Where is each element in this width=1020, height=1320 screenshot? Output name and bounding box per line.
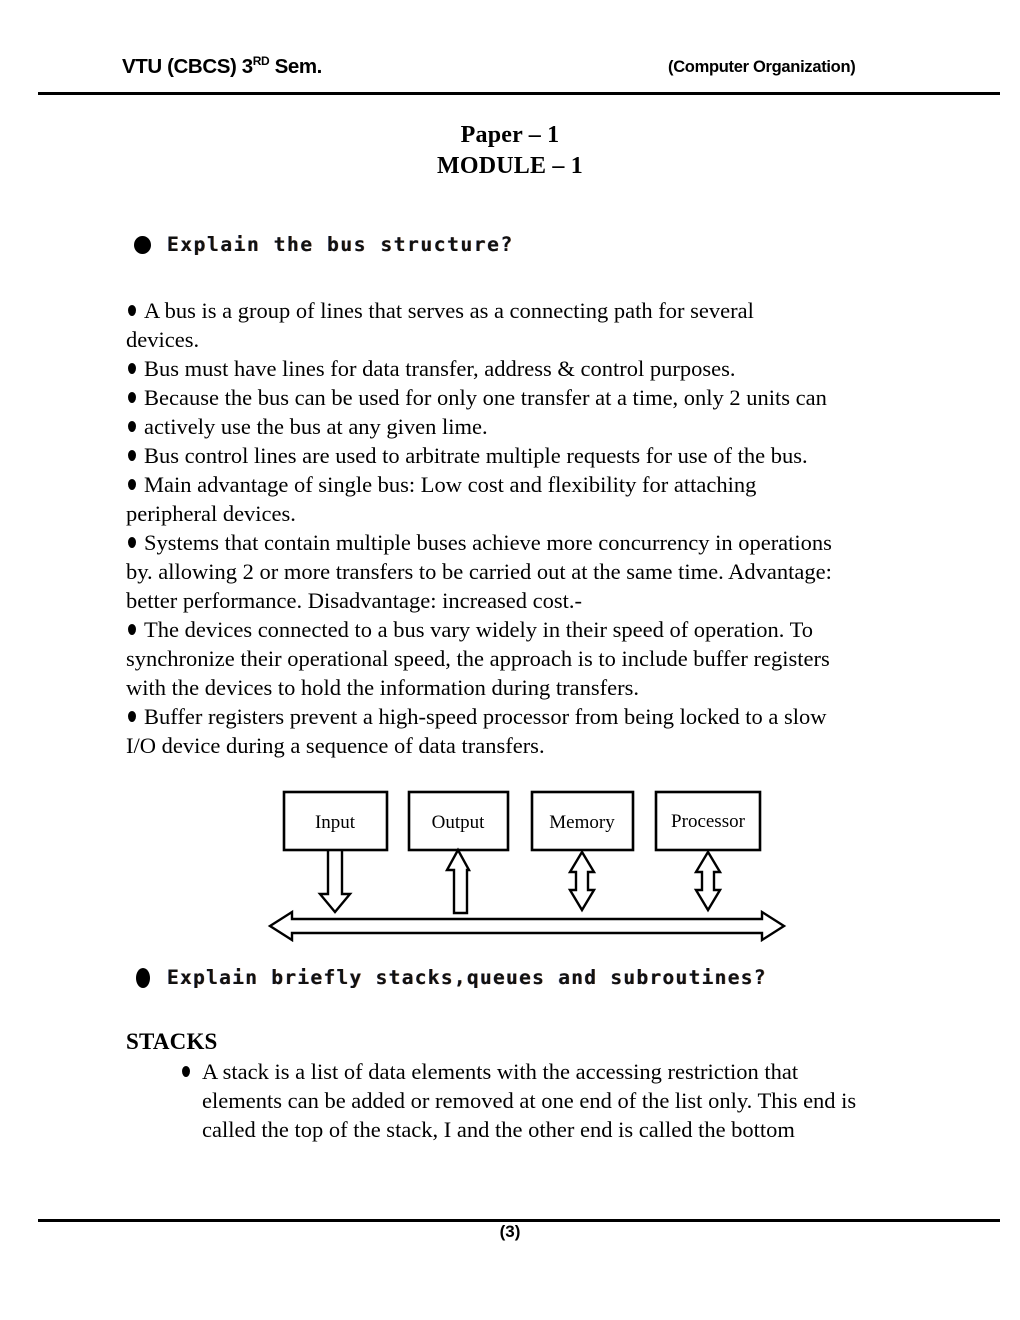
question-2-text: Explain briefly stacks,queues and subrou… (167, 966, 767, 989)
header-course-text-tail: Sem. (269, 55, 323, 78)
bus-structure-body: A bus is a group of lines that serves as… (126, 296, 920, 760)
header-subject-label: (Computer Organization) (668, 58, 856, 76)
header-course-superscript: RD (252, 54, 270, 69)
paragraph-continuation: by. allowing 2 or more transfers to be c… (126, 559, 832, 584)
header-course-text: VTU (CBCS) 3 (122, 55, 253, 78)
title-paper: Paper – 1 (460, 122, 560, 148)
bullet-paragraph: Systems that contain multiple buses achi… (126, 528, 920, 557)
paragraph-continuation: peripheral devices. (126, 501, 296, 526)
bullet-paragraph: The devices connected to a bus vary wide… (126, 615, 920, 644)
diagram-box-input (282, 790, 389, 852)
paragraph-continuation: with the devices to hold the information… (126, 675, 640, 700)
page-title: Paper – 1 MODULE – 1 (0, 120, 1020, 182)
bullet-paragraph: A stack is a list of data elements with … (182, 1057, 920, 1086)
diagram-arrow-input-down (317, 850, 353, 914)
diagram-label-input: Input (315, 812, 356, 833)
paragraph-continuation: devices. (126, 327, 200, 352)
bullet-paragraph: actively use the bus at any given lime. (126, 412, 920, 441)
diagram-label-memory: Memory (549, 812, 615, 833)
header-course-label: VTU (CBCS) 3RD Sem. (122, 55, 322, 79)
paragraph-continuation: elements can be added or removed at one … (202, 1088, 857, 1113)
paragraph-continuation: I/O device during a sequence of data tra… (126, 733, 545, 758)
bus-structure-diagram: Input Output Memory Processor (262, 782, 792, 942)
stacks-body: A stack is a list of data elements with … (182, 1057, 920, 1144)
question-heading-stacks-queues: Explain briefly stacks,queues and subrou… (136, 966, 767, 989)
bullet-circle-icon (136, 967, 150, 988)
diagram-system-bus (267, 909, 787, 942)
title-module: MODULE – 1 (437, 153, 583, 179)
bullet-paragraph: Bus control lines are used to arbitrate … (126, 441, 920, 470)
diagram-box-memory (530, 790, 635, 852)
question-1-text: Explain the bus structure? (167, 233, 514, 256)
bullet-circle-icon (134, 235, 151, 254)
section-heading-stacks: STACKS (126, 1029, 218, 1054)
bullet-paragraph: A bus is a group of lines that serves as… (126, 296, 920, 325)
diagram-arrow-output-up (444, 847, 472, 915)
diagram-svg: Input Output Memory Processor (267, 790, 787, 942)
paragraph-continuation: synchronize their operational speed, the… (126, 646, 830, 671)
question-heading-bus-structure: Explain the bus structure? (134, 233, 514, 256)
diagram-label-processor: Processor (671, 811, 746, 832)
bullet-paragraph: Because the bus can be used for only one… (126, 383, 920, 412)
diagram-arrow-memory-both (567, 849, 597, 913)
bullet-paragraph: Bus must have lines for data transfer, a… (126, 354, 920, 383)
header-divider (38, 92, 1000, 95)
page-header: VTU (CBCS) 3RD Sem. (Computer Organizati… (38, 55, 1000, 93)
page-number: (3) (499, 1222, 521, 1241)
footer-divider (38, 1219, 1000, 1222)
bullet-paragraph: Buffer registers prevent a high-speed pr… (126, 702, 920, 731)
diagram-label-output: Output (432, 812, 486, 833)
paragraph-continuation: better performance. Disadvantage: increa… (126, 588, 583, 613)
bullet-paragraph: Main advantage of single bus: Low cost a… (126, 470, 920, 499)
paragraph-continuation: called the top of the stack, I and the o… (202, 1117, 795, 1142)
diagram-arrow-processor-both (693, 849, 723, 913)
